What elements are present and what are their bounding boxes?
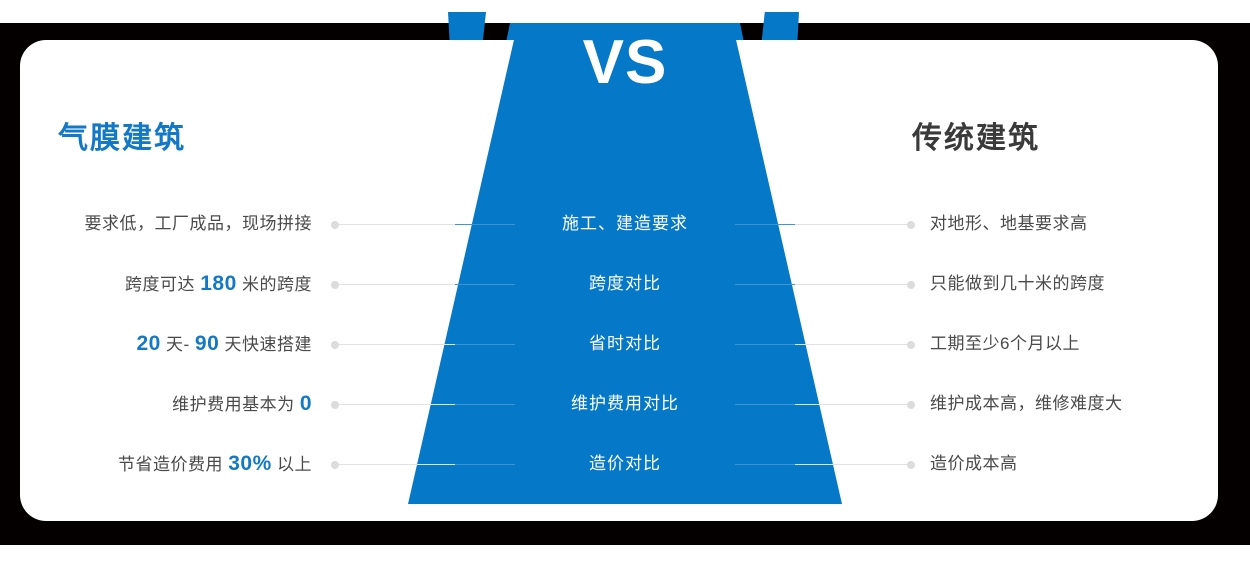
heading-right-column: 传统建筑 [912, 122, 1040, 155]
row-right-value: 造价成本高 [930, 454, 1018, 473]
connector-line [795, 224, 907, 225]
comparison-row: 维护费用基本为 0 维护费用对比 维护成本高，维修难度大 [0, 391, 1250, 417]
row-text-fragment: 天- [160, 335, 195, 354]
connector-dot-left [331, 221, 339, 229]
connector-dot-left [331, 401, 339, 409]
connector-line [339, 224, 455, 225]
row-category-label: 维护费用对比 [571, 394, 679, 413]
connector-line [735, 284, 795, 285]
row-left-value: 20 天- 90 天快速搭建 [0, 331, 312, 358]
row-left-value: 节省造价费用 30% 以上 [0, 451, 312, 478]
connector-line [735, 404, 795, 405]
connector-line [795, 284, 907, 285]
comparison-row: 20 天- 90 天快速搭建 省时对比 工期至少6个月以上 [0, 331, 1250, 357]
row-category-label: 跨度对比 [589, 274, 661, 293]
row-left-value: 跨度可达 180 米的跨度 [0, 271, 312, 298]
connector-line [455, 284, 515, 285]
connector-dot-right [907, 401, 915, 409]
row-left-value: 要求低，工厂成品，现场拼接 [0, 211, 312, 237]
connector-line [735, 224, 795, 225]
highlight-number: 20 [136, 332, 161, 355]
connector-line [339, 404, 455, 405]
vs-badge-label: VS [582, 28, 668, 97]
row-right-value: 工期至少6个月以上 [930, 334, 1080, 353]
connector-line [339, 284, 455, 285]
highlight-number: 30% [228, 452, 272, 475]
connector-dot-right [907, 221, 915, 229]
row-category-label: 省时对比 [589, 334, 661, 353]
connector-line [339, 464, 455, 465]
highlight-number: 0 [299, 392, 312, 415]
connector-line [455, 464, 515, 465]
row-text-fragment: 天快速搭建 [219, 335, 312, 354]
connector-line [735, 464, 795, 465]
comparison-card [20, 40, 1218, 521]
row-category-label: 造价对比 [589, 454, 661, 473]
connector-line [455, 224, 515, 225]
connector-line [455, 404, 515, 405]
connector-dot-left [331, 281, 339, 289]
connector-line [795, 344, 907, 345]
connector-dot-left [331, 341, 339, 349]
row-text-fragment: 节省造价费用 [118, 455, 229, 474]
connector-line [339, 344, 455, 345]
connector-dot-left [331, 461, 339, 469]
highlight-number: 180 [200, 272, 237, 295]
row-left-value: 维护费用基本为 0 [0, 391, 312, 418]
row-category-label: 施工、建造要求 [562, 214, 688, 233]
row-text-fragment: 维护费用基本为 [172, 395, 300, 414]
row-right-value: 只能做到几十米的跨度 [930, 274, 1105, 293]
row-right-value: 对地形、地基要求高 [930, 214, 1088, 233]
comparison-row: 节省造价费用 30% 以上 造价对比 造价成本高 [0, 451, 1250, 477]
connector-line [735, 344, 795, 345]
row-text-fragment: 跨度可达 [124, 275, 201, 294]
comparison-row: 要求低，工厂成品，现场拼接 施工、建造要求 对地形、地基要求高 [0, 211, 1250, 237]
connector-line [795, 464, 907, 465]
connector-line [455, 344, 515, 345]
connector-line [795, 404, 907, 405]
row-right-value: 维护成本高，维修难度大 [930, 394, 1123, 413]
highlight-number: 90 [194, 332, 220, 355]
row-text-fragment: 米的跨度 [236, 275, 312, 294]
connector-dot-right [907, 341, 915, 349]
row-text-fragment: 以上 [271, 455, 312, 474]
connector-dot-right [907, 281, 915, 289]
row-text-fragment: 要求低，工厂成品，现场拼接 [84, 214, 312, 233]
connector-dot-right [907, 461, 915, 469]
heading-left-column: 气膜建筑 [58, 122, 186, 155]
comparison-row: 跨度可达 180 米的跨度 跨度对比 只能做到几十米的跨度 [0, 271, 1250, 297]
